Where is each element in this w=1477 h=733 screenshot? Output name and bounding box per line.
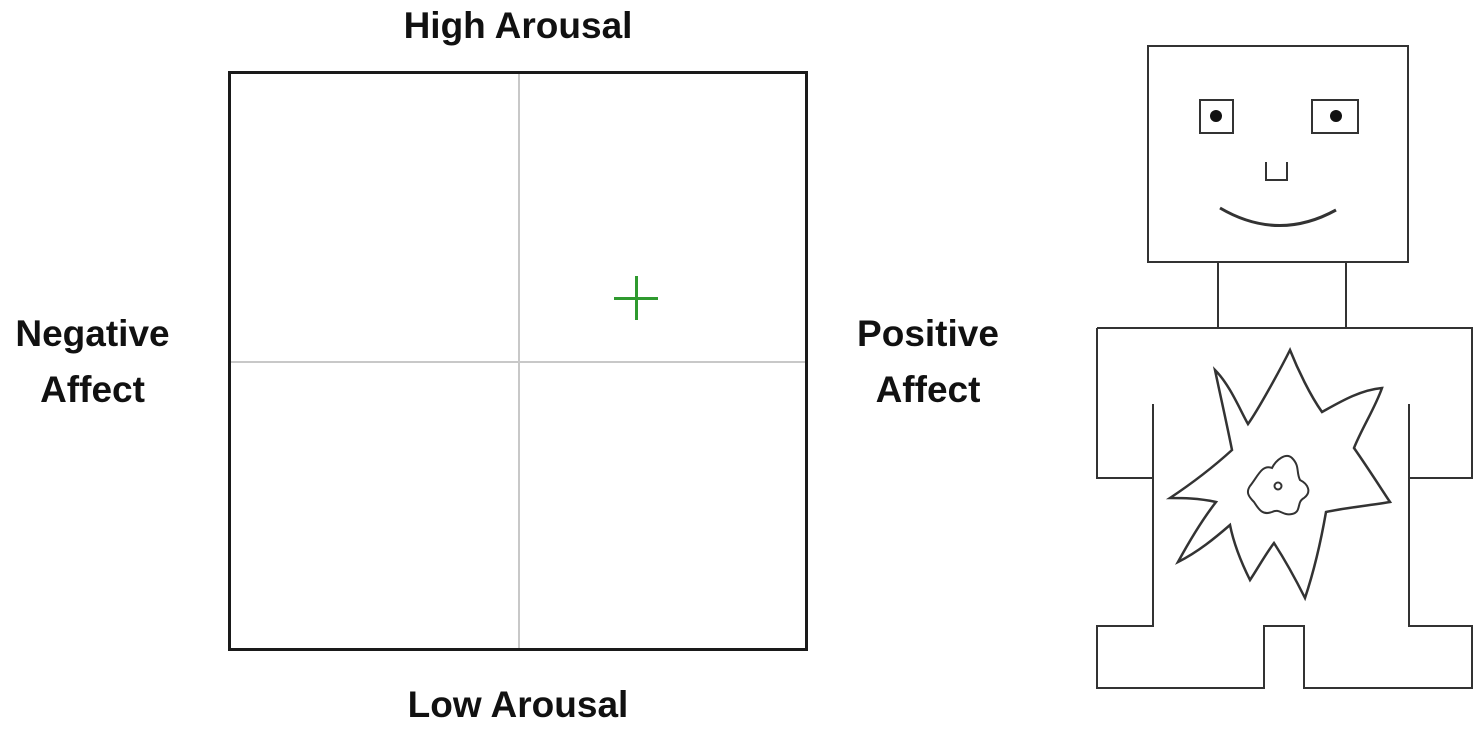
body-figure bbox=[1096, 45, 1473, 689]
negative-affect-label-line-2: Affect bbox=[40, 369, 145, 410]
right-eye-icon bbox=[1311, 99, 1359, 134]
figure-torso bbox=[1096, 327, 1473, 689]
inner-squiggle-icon bbox=[1246, 454, 1310, 516]
inner-dot-icon bbox=[1273, 481, 1283, 491]
nose-icon bbox=[1265, 162, 1288, 181]
positive-affect-label-line-1: Positive bbox=[857, 313, 999, 354]
emotion-burst-icon bbox=[1165, 346, 1393, 602]
right-pupil-icon bbox=[1330, 110, 1342, 122]
low-arousal-label: Low Arousal bbox=[407, 684, 629, 725]
positive-affect-label-line-2: Affect bbox=[875, 369, 981, 410]
affect-grid[interactable] bbox=[228, 71, 808, 651]
negative-affect-label: Negative Affect bbox=[0, 306, 185, 418]
left-eye-icon bbox=[1199, 99, 1234, 134]
figure-head bbox=[1147, 45, 1409, 263]
left-pupil-icon bbox=[1210, 110, 1222, 122]
grid-horizontal-divider bbox=[231, 361, 805, 363]
positive-affect-label: Positive Affect bbox=[838, 306, 1018, 418]
crosshair-cursor-icon[interactable] bbox=[613, 275, 658, 320]
high-arousal-label: High Arousal bbox=[403, 5, 633, 46]
negative-affect-label-line-1: Negative bbox=[15, 313, 170, 354]
smile-mouth-icon bbox=[1219, 206, 1337, 227]
